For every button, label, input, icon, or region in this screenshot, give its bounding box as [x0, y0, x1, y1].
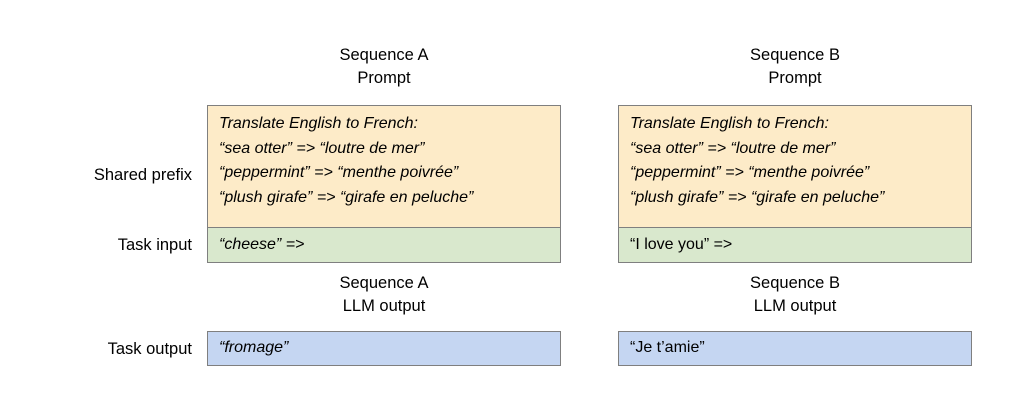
prompt-line: Translate English to French:: [219, 115, 418, 132]
task-output-text: “fromage”: [219, 339, 289, 357]
header-line-title: Sequence B: [750, 274, 840, 292]
prompt-box-sequence-a: Translate English to French: “sea otter”…: [207, 105, 561, 228]
task-input-text: “I love you” =>: [630, 235, 733, 253]
prompt-line: “peppermint” => “menthe poivrée”: [630, 164, 870, 181]
prompt-line: “plush girafe” => “girafe en peluche”: [219, 188, 474, 206]
task-output-box-sequence-b: “Je t’amie”: [618, 331, 972, 366]
header-line-subtitle: Prompt: [357, 69, 411, 87]
row-label-shared-prefix: Shared prefix: [93, 166, 192, 184]
task-input-text: “cheese” =>: [219, 235, 305, 253]
column-header-sequence-a-output: Sequence A LLM output: [207, 272, 561, 318]
prompt-line: “sea otter” => “loutre de mer”: [219, 139, 425, 157]
header-line-title: Sequence A: [339, 274, 429, 292]
task-output-box-sequence-a: “fromage”: [207, 331, 561, 366]
header-line-title: Sequence B: [750, 46, 840, 64]
prompt-line: Translate English to French:: [630, 115, 829, 132]
prompt-line: “peppermint” => “menthe poivrée”: [219, 164, 459, 181]
column-header-sequence-b-prompt: Sequence B Prompt: [618, 44, 972, 90]
task-output-text: “Je t’amie”: [630, 339, 705, 357]
prompt-box-sequence-b: Translate English to French: “sea otter”…: [618, 105, 972, 228]
header-line-title: Sequence A: [339, 46, 429, 64]
row-label-task-output: Task output: [107, 340, 192, 358]
column-header-sequence-a-prompt: Sequence A Prompt: [207, 44, 561, 90]
header-line-subtitle: Prompt: [768, 69, 822, 87]
header-line-subtitle: LLM output: [342, 297, 426, 315]
prompt-line: “plush girafe” => “girafe en peluche”: [630, 188, 885, 206]
task-input-box-sequence-a: “cheese” =>: [207, 227, 561, 263]
row-label-task-input: Task input: [117, 236, 192, 254]
column-header-sequence-b-output: Sequence B LLM output: [618, 272, 972, 318]
prompt-line: “sea otter” => “loutre de mer”: [630, 139, 836, 157]
header-line-subtitle: LLM output: [753, 297, 837, 315]
task-input-box-sequence-b: “I love you” =>: [618, 227, 972, 263]
